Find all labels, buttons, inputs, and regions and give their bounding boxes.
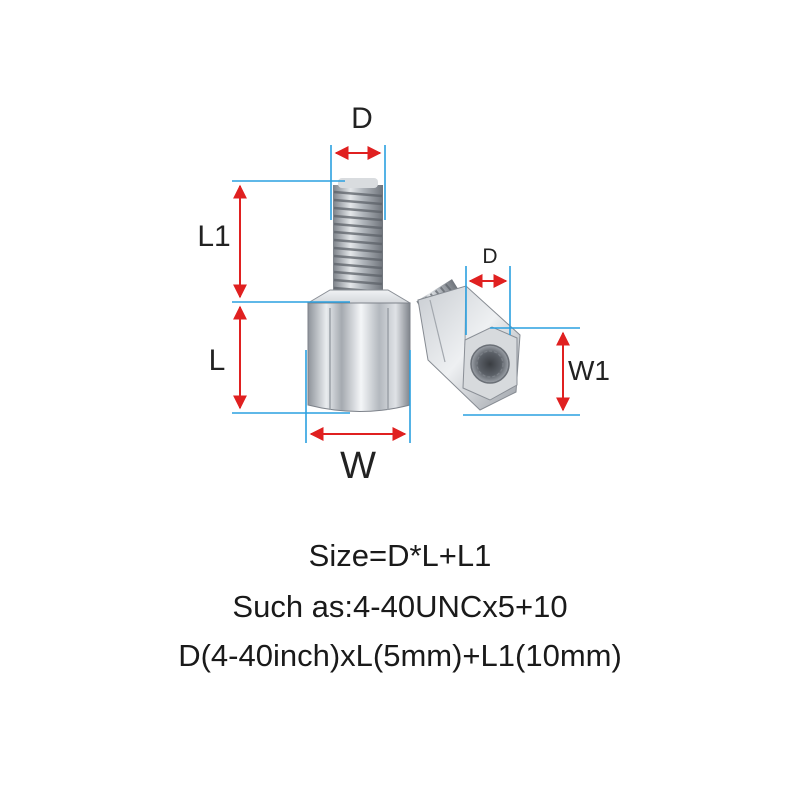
thread-groove bbox=[333, 262, 383, 270]
thread-groove bbox=[333, 222, 383, 230]
label-l1: L1 bbox=[197, 220, 230, 253]
label-w1: W1 bbox=[568, 355, 610, 386]
extension-lines bbox=[232, 145, 580, 443]
thread-groove bbox=[333, 278, 383, 286]
small-hex-edge-2 bbox=[429, 299, 446, 363]
label-l: L bbox=[209, 344, 226, 377]
main-thread-tip bbox=[338, 178, 378, 188]
thread-groove bbox=[333, 214, 383, 222]
label-d-main: D bbox=[351, 102, 373, 135]
main-standoff-graphic bbox=[307, 178, 411, 412]
small-standoff-graphic bbox=[416, 279, 521, 411]
thread-groove bbox=[333, 190, 383, 198]
label-w: W bbox=[340, 445, 376, 487]
thread-groove bbox=[333, 238, 383, 246]
small-hole-thread-ring bbox=[476, 350, 504, 378]
caption-size-formula: Size=D*L+L1 bbox=[308, 538, 492, 573]
caption-example-detail: D(4-40inch)xL(5mm)+L1(10mm) bbox=[178, 638, 622, 673]
thread-groove bbox=[333, 198, 383, 206]
thread-groove bbox=[333, 254, 383, 262]
label-d-small: D bbox=[482, 245, 497, 268]
thread-groove bbox=[333, 246, 383, 254]
main-hex-body bbox=[307, 302, 411, 412]
thread-groove bbox=[333, 270, 383, 278]
thread-groove bbox=[333, 230, 383, 238]
thread-groove bbox=[333, 206, 383, 214]
caption-example: Such as:4-40UNCx5+10 bbox=[232, 589, 568, 624]
dimension-arrows bbox=[233, 146, 570, 441]
